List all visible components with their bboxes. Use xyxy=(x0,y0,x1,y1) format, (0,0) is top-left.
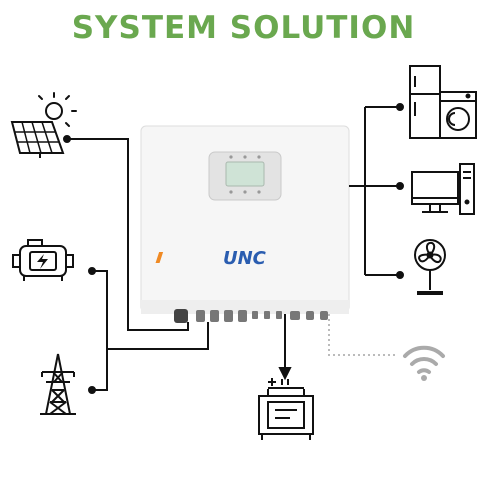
battery-icon xyxy=(258,387,314,440)
inverter-display-panel xyxy=(208,151,282,201)
inverter-connectors xyxy=(174,309,328,323)
inverter: UNC xyxy=(140,125,350,323)
brand-logo: UNC xyxy=(155,248,267,269)
desktop-computer-icon xyxy=(411,163,475,215)
solar-panel-sun-icon xyxy=(10,92,77,158)
connection-lines xyxy=(63,103,404,394)
battery-terminal-icon xyxy=(268,378,289,386)
wifi-icon xyxy=(403,345,445,381)
fridge-washer-icon xyxy=(409,65,477,139)
generator-icon xyxy=(12,239,74,281)
transmission-tower-icon xyxy=(40,353,76,415)
page-title: SYSTEM SOLUTION xyxy=(71,10,416,46)
electric-fan-icon xyxy=(414,239,446,295)
monitoring-link xyxy=(328,314,398,356)
brand-logo-text: UNC xyxy=(223,248,267,269)
